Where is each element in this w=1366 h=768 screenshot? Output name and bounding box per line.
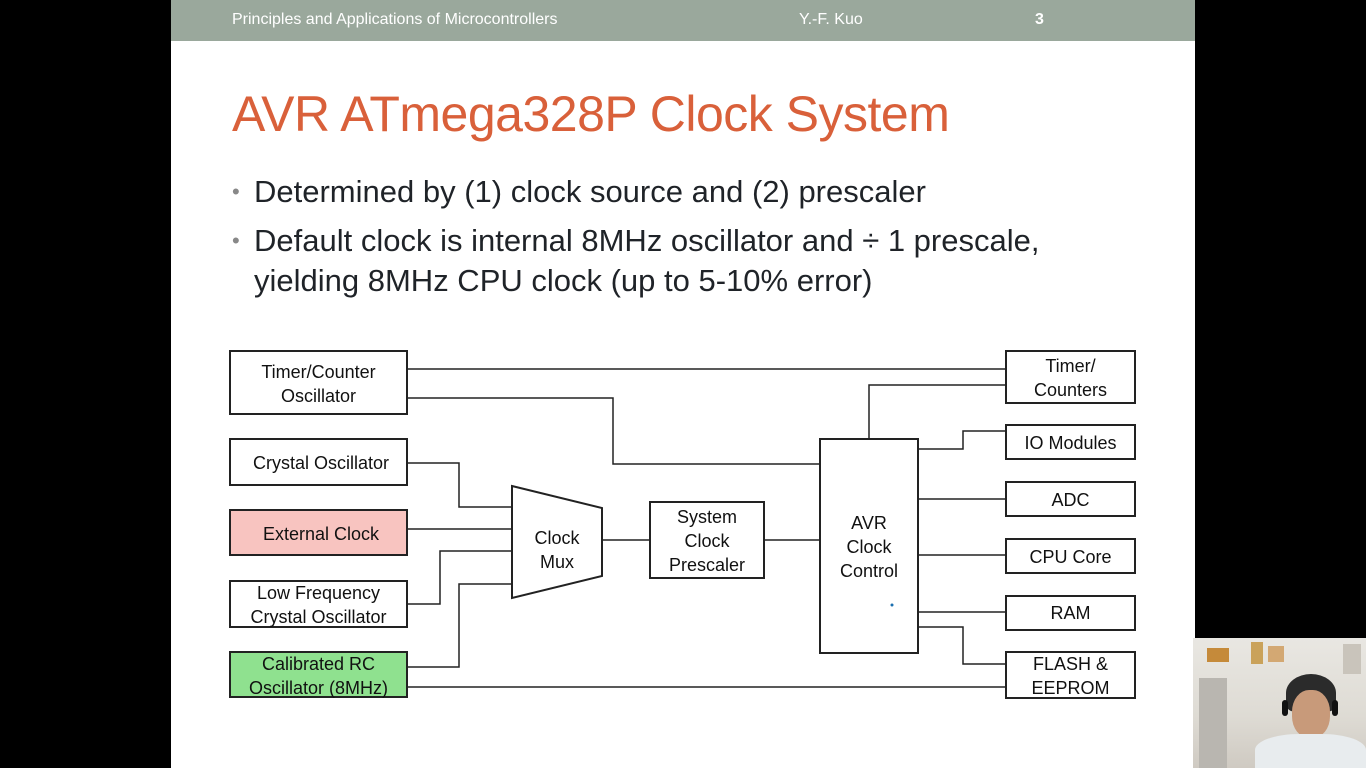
clock-mux: Clock Mux	[511, 484, 603, 600]
timer-counters-box: Timer/ Counters	[1005, 350, 1136, 404]
slide-header: Principles and Applications of Microcont…	[171, 0, 1195, 41]
box-label: ADC	[1051, 490, 1089, 510]
system-clock-prescaler-box: System Clock Prescaler	[649, 501, 765, 579]
mux-label: Clock	[534, 528, 580, 548]
cpu-core-box: CPU Core	[1005, 538, 1136, 574]
presenter-headset	[1282, 700, 1288, 716]
bullet-list: • Determined by (1) clock source and (2)…	[232, 172, 1152, 310]
slide-title: AVR ATmega328P Clock System	[232, 86, 950, 142]
wire-control-to-timers	[868, 384, 1006, 439]
bullet-text: Default clock is internal 8MHz oscillato…	[254, 223, 1040, 298]
presenter-headset	[1332, 700, 1338, 716]
box-label: IO Modules	[1024, 433, 1116, 453]
box-label: Counters	[1034, 380, 1107, 400]
calibrated-rc-oscillator-box: Calibrated RC Oscillator (8MHz)	[229, 651, 408, 698]
presenter-body	[1255, 734, 1366, 768]
box-label: Oscillator (8MHz)	[249, 678, 388, 698]
cabinet	[1199, 678, 1227, 768]
cursor-dot	[890, 603, 894, 607]
course-title: Principles and Applications of Microcont…	[232, 11, 558, 28]
box-label: Low Frequency	[257, 583, 380, 603]
box-label: Timer/	[1045, 356, 1095, 376]
box-label: Clock	[846, 537, 892, 557]
box-label: CPU Core	[1029, 547, 1111, 567]
bullet-item: • Determined by (1) clock source and (2)…	[232, 172, 1152, 212]
external-clock-box: External Clock	[229, 509, 408, 556]
box-label: External Clock	[263, 524, 380, 544]
box-label: Control	[840, 561, 898, 581]
box-label: Oscillator	[281, 386, 356, 406]
wire-rc-to-mux	[407, 583, 512, 668]
presenter-face	[1292, 690, 1330, 738]
mux-label: Mux	[540, 552, 574, 572]
page-number: 3	[1035, 11, 1044, 28]
wire-control-to-io	[918, 430, 1006, 450]
box-label: RAM	[1051, 603, 1091, 623]
wall-item	[1268, 646, 1284, 662]
box-label: Prescaler	[669, 555, 745, 575]
wire-crystal-to-mux	[407, 462, 512, 508]
box-label: Crystal Oscillator	[250, 607, 386, 627]
bullet-dot: •	[232, 179, 240, 204]
wall-item	[1343, 644, 1361, 674]
wire-timer-osc-to-control	[407, 397, 820, 465]
box-label: Timer/Counter	[261, 362, 375, 382]
flash-eeprom-box: FLASH & EEPROM	[1005, 651, 1136, 699]
low-frequency-crystal-oscillator-box: Low Frequency Crystal Oscillator	[229, 580, 408, 628]
wall-item	[1251, 642, 1263, 664]
slide: Principles and Applications of Microcont…	[171, 0, 1195, 768]
bullet-item: • Default clock is internal 8MHz oscilla…	[232, 221, 1152, 301]
box-label: EEPROM	[1031, 678, 1109, 698]
avr-clock-control-box: AVR Clock Control	[819, 438, 919, 654]
box-label: FLASH &	[1033, 654, 1108, 674]
wall-poster	[1207, 648, 1229, 662]
ram-box: RAM	[1005, 595, 1136, 631]
bullet-text: Determined by (1) clock source and (2) p…	[254, 174, 926, 209]
adc-box: ADC	[1005, 481, 1136, 517]
crystal-oscillator-box: Crystal Oscillator	[229, 438, 408, 486]
box-label: Clock	[684, 531, 730, 551]
connection-wires	[407, 368, 1006, 688]
io-modules-box: IO Modules	[1005, 424, 1136, 460]
box-label: System	[677, 507, 737, 527]
presenter-webcam	[1193, 638, 1366, 768]
timer-counter-oscillator-box: Timer/Counter Oscillator	[229, 350, 408, 415]
box-label: AVR	[851, 513, 887, 533]
author-name: Y.-F. Kuo	[799, 11, 863, 28]
box-label: Crystal Oscillator	[253, 453, 389, 473]
wire-lowfreq-to-mux	[407, 550, 512, 605]
box-label: Calibrated RC	[262, 654, 375, 674]
clock-system-diagram: Timer/Counter Oscillator Crystal Oscilla…	[229, 350, 1136, 699]
bullet-dot: •	[232, 228, 240, 253]
wire-control-to-flash	[918, 626, 1006, 665]
